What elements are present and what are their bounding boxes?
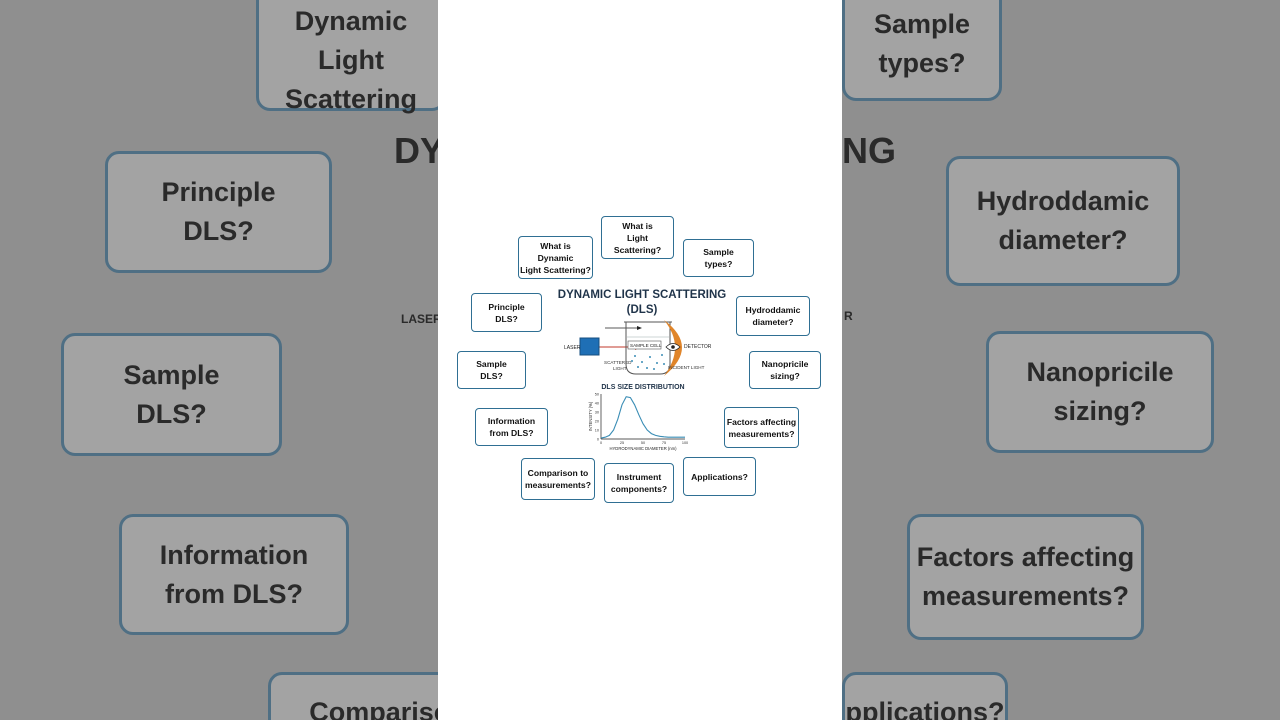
y-tick-label: 0 bbox=[597, 437, 599, 441]
x-tick-label: 100 bbox=[682, 441, 688, 445]
y-tick-label: 50 bbox=[595, 392, 599, 396]
particle bbox=[646, 367, 648, 369]
x-tick-label: 25 bbox=[620, 441, 624, 445]
x-tick-label: 50 bbox=[641, 441, 645, 445]
y-tick-label: 10 bbox=[595, 428, 599, 432]
scattered-light-label: SCATTERED LIGHT bbox=[604, 360, 633, 371]
background-box-bg-applications: pplications? bbox=[842, 672, 1008, 720]
node-nanoparticle-sizing[interactable]: Nanopricile sizing? bbox=[749, 351, 821, 389]
node-applications[interactable]: Applications? bbox=[683, 457, 756, 496]
particle bbox=[641, 361, 643, 363]
sample-cell-label: SAMPLE CELL bbox=[630, 343, 662, 348]
node-comparison[interactable]: Comparison to measurements? bbox=[521, 458, 595, 500]
node-what-is-dls[interactable]: What is Dynamic Light Scattering? bbox=[518, 236, 593, 279]
particle bbox=[634, 355, 636, 357]
scattered-beam-arrowhead bbox=[637, 326, 642, 330]
background-laser-label: LASER bbox=[401, 312, 442, 326]
sample-cell-label-box bbox=[627, 340, 662, 350]
background-box-bg-sample-types: Sample types? bbox=[842, 0, 1002, 101]
background-box-bg-what-is-dls: What is Dynamic Light Scattering bbox=[256, 0, 446, 114]
node-sample-types[interactable]: Sample types? bbox=[683, 239, 754, 277]
y-axis-label: INTENSITY (%) bbox=[588, 401, 593, 431]
diagram-title-line2: (DLS) bbox=[626, 304, 658, 316]
x-tick-label: 0 bbox=[600, 441, 602, 445]
detector-pupil bbox=[671, 345, 675, 349]
x-axis-label: HYDRODYNAMIC DIAMETER (nm) bbox=[609, 446, 677, 451]
background-box-bg-sample-dls: Sample DLS? bbox=[61, 333, 282, 456]
node-what-is-light-scattering[interactable]: What is Light Scattering? bbox=[601, 216, 674, 259]
node-principle-dls[interactable]: Principle DLS? bbox=[471, 293, 542, 332]
background-title-left: DY bbox=[394, 130, 445, 171]
diagram-title: DYNAMIC LIGHT SCATTERING (DLS) bbox=[532, 288, 752, 318]
scattered-light-line1: SCATTERED bbox=[604, 360, 632, 365]
x-tick-label: 75 bbox=[662, 441, 666, 445]
node-sample-dls[interactable]: Sample DLS? bbox=[457, 351, 526, 389]
node-factors-affecting[interactable]: Factors affecting measurements? bbox=[724, 407, 799, 448]
particle bbox=[637, 366, 639, 368]
laser-label: LASER bbox=[564, 345, 581, 351]
particles bbox=[631, 354, 665, 370]
scattered-light-line2: LIGHT bbox=[613, 366, 627, 371]
laser-source bbox=[579, 337, 600, 356]
y-tick-label: 20 bbox=[595, 419, 599, 423]
background-title-right: NG bbox=[842, 130, 896, 171]
diagram-title-line1: DYNAMIC LIGHT SCATTERING bbox=[557, 289, 727, 301]
particle bbox=[631, 360, 633, 362]
background-box-bg-principle: Principle DLS? bbox=[105, 151, 332, 273]
particle bbox=[653, 368, 655, 370]
node-hydrodynamic-diameter[interactable]: Hydroddamic diameter? bbox=[736, 296, 810, 336]
node-information-from-dls[interactable]: Information from DLS? bbox=[475, 408, 548, 446]
background-r-label: R bbox=[844, 309, 853, 323]
y-tick-label: 40 bbox=[595, 401, 599, 405]
background-box-bg-factors: Factors affecting measurements? bbox=[907, 514, 1144, 640]
detector-eye-icon bbox=[665, 343, 681, 351]
chart-title: DLS SIZE DISTRIBUTION bbox=[601, 384, 684, 391]
incident-light-label: INCIDENT LIGHT bbox=[668, 365, 705, 370]
background-box-bg-hydro: Hydroddamic diameter? bbox=[946, 156, 1180, 286]
detector-label: DETECTOR bbox=[684, 344, 712, 350]
background-box-bg-nano: Nanopricile sizing? bbox=[986, 331, 1214, 453]
particle bbox=[656, 362, 658, 364]
diagram-panel: DYNAMIC LIGHT SCATTERING (DLS) What is L… bbox=[438, 0, 842, 720]
sample-cell-beaker bbox=[625, 322, 671, 375]
particle bbox=[649, 356, 651, 358]
background-box-bg-info: Information from DLS? bbox=[119, 514, 349, 635]
node-instrument-components[interactable]: Instrument components? bbox=[604, 463, 674, 503]
laser-beam-arrowhead bbox=[635, 344, 641, 350]
size-distribution-curve bbox=[600, 396, 685, 439]
detector-arc bbox=[664, 320, 682, 376]
y-tick-label: 30 bbox=[595, 410, 599, 414]
particle bbox=[661, 354, 663, 356]
particle bbox=[663, 363, 665, 365]
